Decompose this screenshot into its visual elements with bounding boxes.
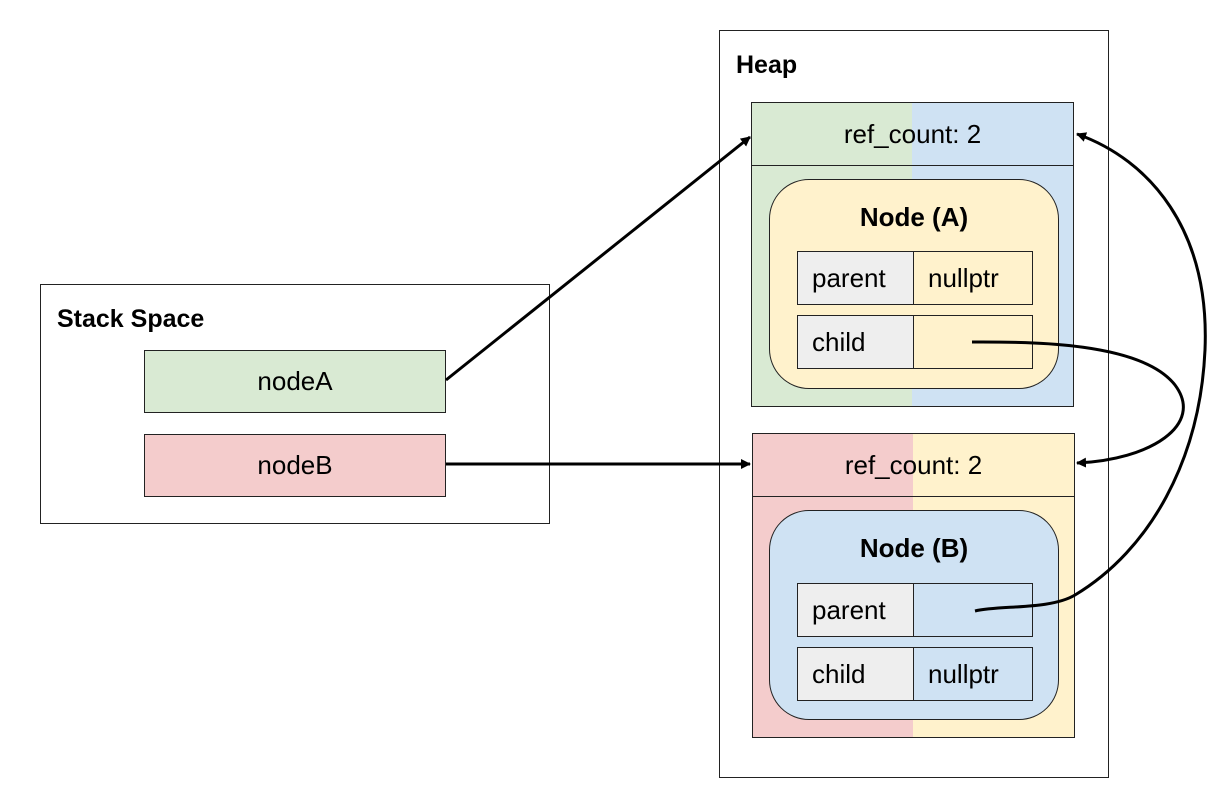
field-value: nullptr [928,262,999,293]
ref-count-divider [752,165,1073,166]
ref-count-divider [753,496,1074,497]
stack-space-panel: Stack Space nodeA nodeB [40,284,550,524]
stack-space-title: Stack Space [57,305,205,333]
ref-count-b: ref_count: 2 [844,449,983,480]
node-a-field-parent: parent nullptr [797,251,1033,305]
arrow-a-child-to-block-b [971,340,1185,468]
heap-block-b: ref_count: 2 Node (B) parent child nullp… [752,433,1075,738]
ref-count-a: ref_count: 2 [843,118,982,149]
arrow-b-parent-to-block-a [974,132,1207,613]
field-value: nullptr [928,658,999,689]
stack-var-nodeb: nodeB [144,434,446,497]
arrow-nodea-to-block-a [445,135,751,382]
field-name: child [798,316,914,368]
node-b-field-parent: parent [797,583,1033,637]
heap-title: Heap [736,51,798,79]
field-name: child [798,648,914,700]
field-name: parent [798,584,914,636]
stack-var-nodea: nodeA [144,350,446,413]
node-b-title: Node (B) [859,533,969,563]
node-a-box: Node (A) parent nullptr child [769,179,1059,389]
node-a-title: Node (A) [859,202,969,232]
node-b-field-child: child nullptr [797,647,1033,701]
field-name: parent [798,252,914,304]
heap-block-a: ref_count: 2 Node (A) parent nullptr chi… [751,102,1074,407]
node-a-field-child: child [797,315,1033,369]
node-b-box: Node (B) parent child nullptr [769,510,1059,720]
